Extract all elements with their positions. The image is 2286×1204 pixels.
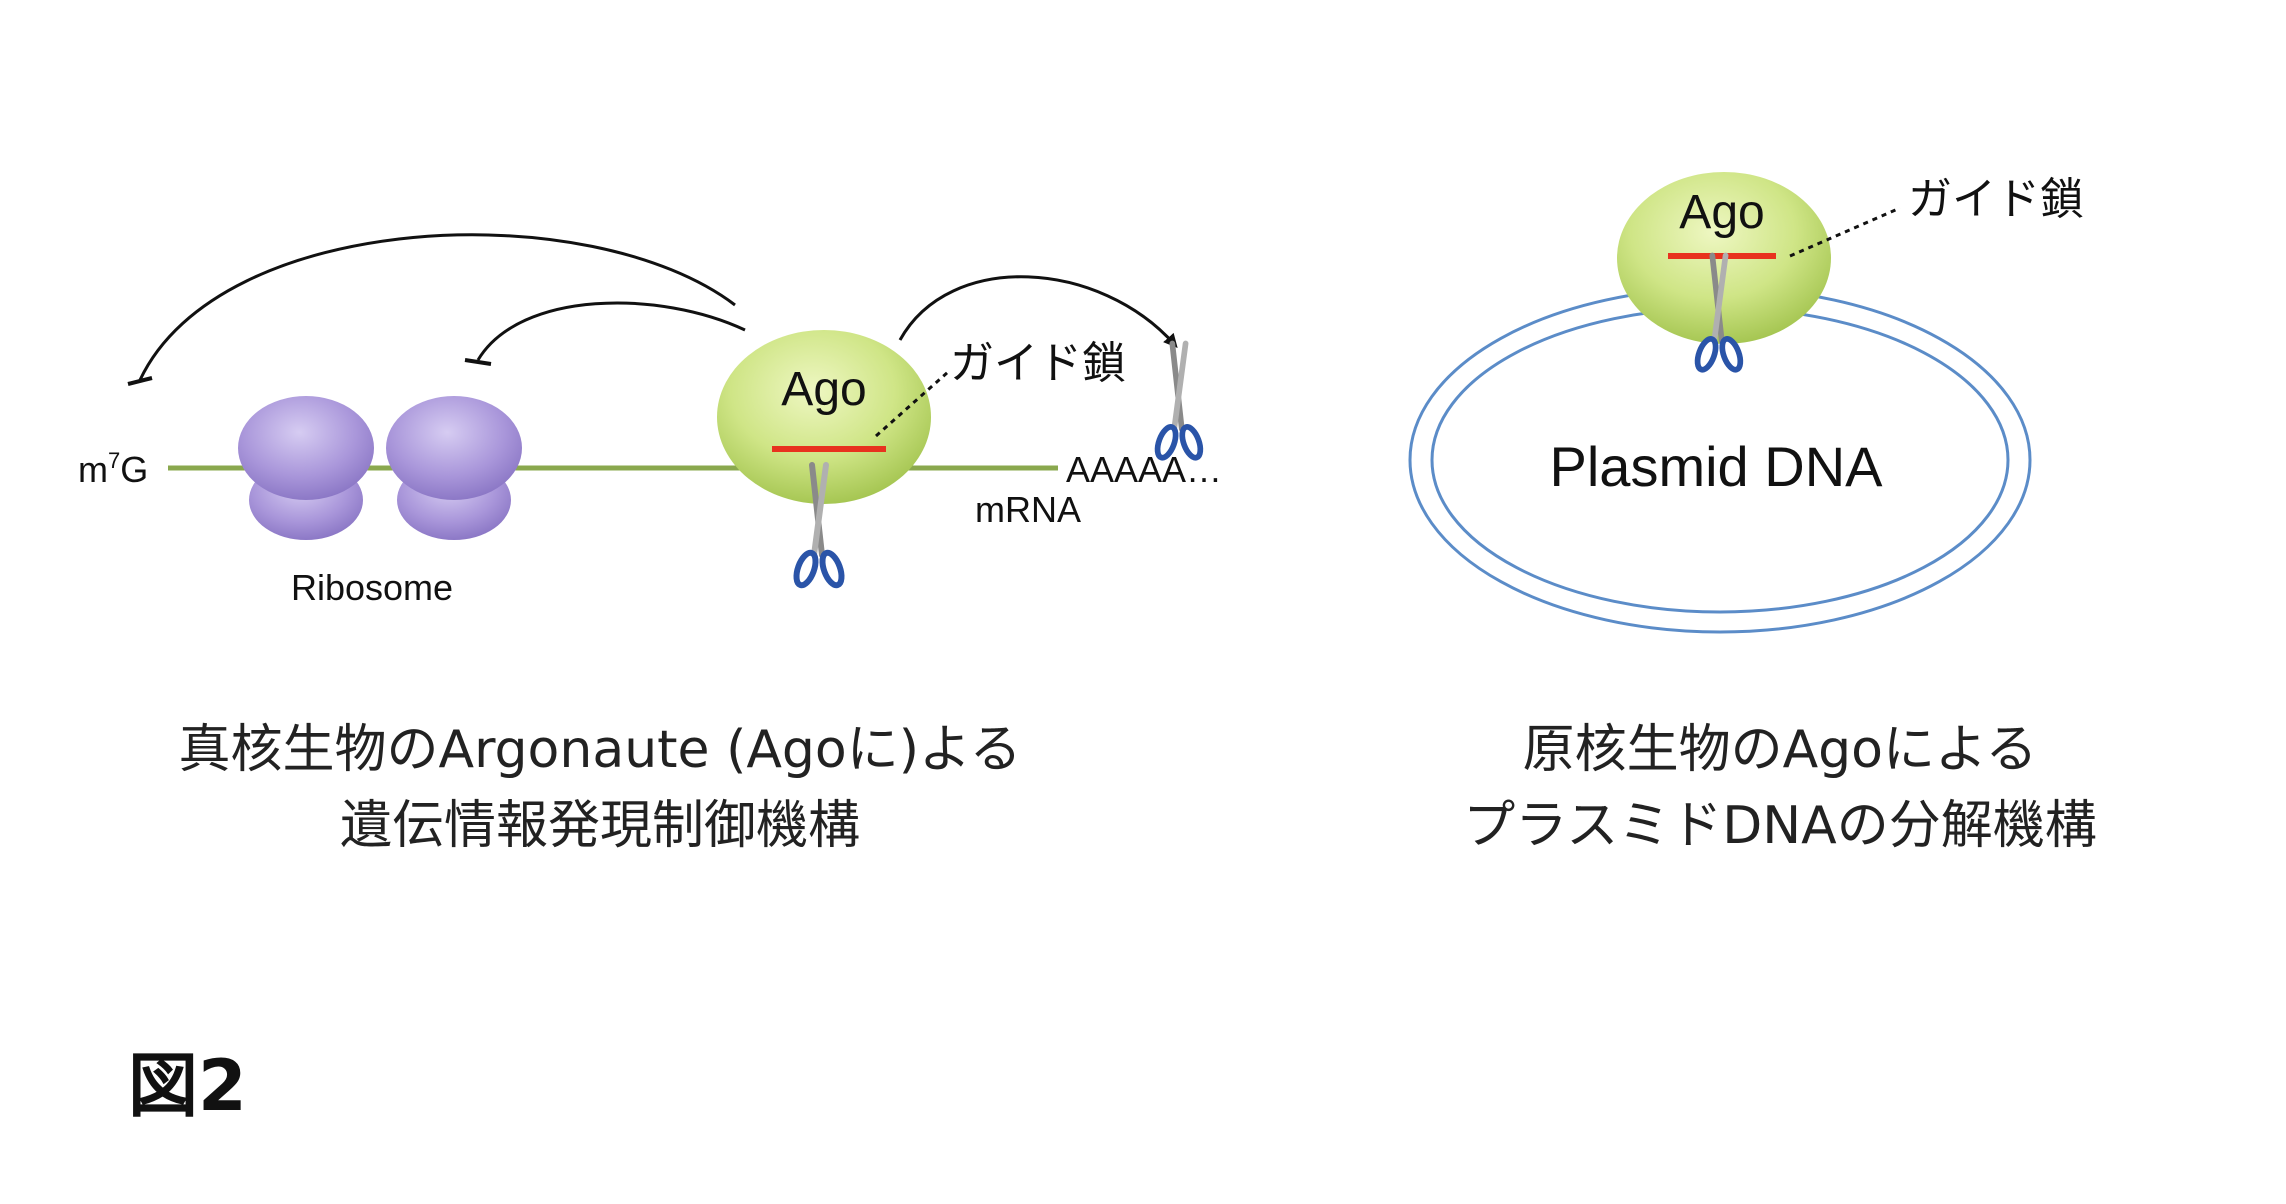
right-caption-line2: プラスミドDNAの分解機構 [1463,796,2097,856]
left-caption: 真核生物のArgonaute (Agoに)よる 遺伝情報発現制御機構 [150,712,1050,864]
guide-label-right: ガイド鎖 [1908,175,2084,224]
polya-label: AAAAA… [1066,449,1222,490]
inhibition-arc-ribosome [476,301,746,361]
right-caption: 原核生物のAgoによる プラスミドDNAの分解機構 [1360,712,2200,864]
right-caption-line1: 原核生物のAgoによる [1522,720,2038,780]
guide-label: ガイド鎖 [950,339,1126,388]
plasmid-label: Plasmid DNA [1550,435,1884,498]
figure-number: 図2 [128,1045,247,1127]
inhibition-arc-cap [138,233,736,381]
ribosome-1 [238,396,374,540]
left-caption-line2: 遺伝情報発現制御機構 [339,796,860,856]
cleavage-arrow [898,275,1178,348]
guide-pointer [875,370,949,438]
ribosome-2 [386,396,522,540]
left-caption-line1: 真核生物のArgonaute (Agoに)よる [178,720,1022,780]
cap-label: m7G [78,448,148,490]
inhibition-bar-cap [127,376,153,386]
mrna-label: mRNA [975,489,1081,530]
inhibition-bar-ribosome [464,358,492,366]
scissors-icon-target [1154,344,1204,461]
ago-label: Ago [781,363,866,416]
right-diagram: Plasmid DNA Ago ガイド鎖 [1408,172,2084,634]
ribosome-label: Ribosome [291,567,453,608]
left-diagram: m7G Ribosome Ago ガイド鎖 AAAAA… mRNA [78,233,1222,608]
guide-pointer-right [1789,206,1901,258]
ago-protein [717,330,931,504]
ago-label-right: Ago [1679,186,1764,239]
